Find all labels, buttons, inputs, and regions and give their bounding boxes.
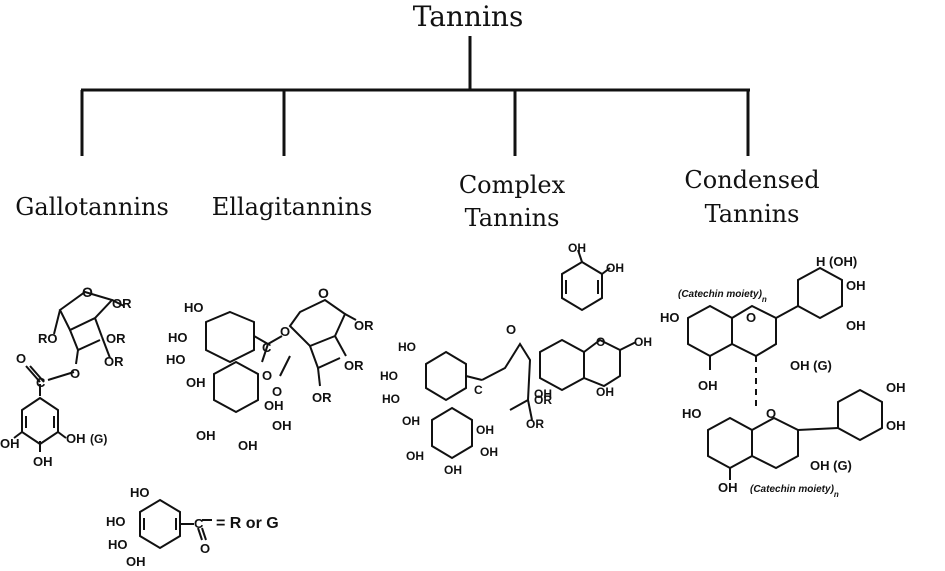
gallo-oh-bottom: OH [33,454,53,469]
ellagi-oh-4: OH [196,428,216,443]
complex-oh-left: OH [534,387,552,401]
complex-oh-4: OH [406,449,424,463]
condensed-oh-g-2: OH (G) [810,458,852,473]
ellagi-ho-1: HO [184,300,204,315]
branch-label-ellagitannins: Ellagitannins [212,193,373,221]
ellagi-ring-o: O [318,285,329,301]
gallo-g-tag: (G) [90,432,107,446]
complex-oh-5: OH [444,463,462,477]
tree-connectors [80,36,750,156]
complex-oh-top-2: OH [606,261,624,275]
condensed-tannin-structure: (Catechin moiety)n H (OH) OH OH HO O OH … [660,254,906,499]
complex-oh-1: OH [402,414,420,428]
complex-or-2: OR [526,417,544,431]
condensed-ho-2: HO [682,406,702,421]
legend-ho-2: HO [106,514,126,529]
gallo-or-1: OR [112,296,132,311]
legend-ho-3: HO [108,537,128,552]
gallo-carbonyl-c: C [36,375,46,390]
ellagi-o-3: O [272,384,282,399]
condensed-oh-4: OH [886,380,906,395]
condensed-o-1: O [746,310,756,325]
ellagi-or-2: OR [344,358,364,373]
complex-oh-top-1: OH [568,241,586,255]
legend-ho-1: HO [130,485,150,500]
condensed-oh-3: OH [698,378,718,393]
complex-ring-o: O [506,322,516,337]
gallo-or-2: OR [106,331,126,346]
complex-ho-3: HO [382,392,400,406]
condensed-oh-5: OH [886,418,906,433]
complex-oh-3: OH [480,445,498,459]
ellagi-or-1: OR [354,318,374,333]
gallo-ester-o: O [70,366,80,381]
gallo-carbonyl-o: O [16,351,26,366]
ellagi-o-2: O [262,368,272,383]
branch-label-condensed-line1: Condensed [684,166,819,194]
condensed-oh-g-1: OH (G) [790,358,832,373]
complex-oh-2: OH [476,423,494,437]
ellagi-oh-3: OH [272,418,292,433]
gallo-oh-right: OH [66,431,86,446]
ellagi-ho-3: HO [166,352,186,367]
ellagi-or-3: OR [312,390,332,405]
gallo-or-3: OR [104,354,124,369]
catechin-top-sub: n [762,295,767,304]
catechin-bottom-sub: n [834,490,839,499]
gallo-oh-left: OH [0,436,20,451]
complex-oh-right: OH [596,385,614,399]
complex-oh-top-3: OH [634,335,652,349]
legend-oh: OH [126,554,146,569]
complex-o-ring: O [596,335,605,349]
branch-label-condensed-line2: Tannins [705,200,800,228]
complex-c: C [474,383,483,397]
ellagi-o-1: O [280,324,290,339]
condensed-ho-1: HO [660,310,680,325]
complex-tannin-structure: OH OH OH O OH OH O HO HO HO OH C OR OR O… [380,241,652,477]
condensed-oh-2: OH [846,318,866,333]
root-title: Tannins [413,0,524,33]
condensed-h-oh: H (OH) [816,254,857,269]
ellagi-c: C [262,340,272,355]
gallo-ro: RO [38,331,58,346]
legend-o: O [200,541,210,556]
catechin-bottom-label: (Catechin moiety) [750,484,835,495]
ellagi-oh-2: OH [264,398,284,413]
catechin-top-label: (Catechin moiety) [678,289,763,300]
gallo-ring-o: O [82,284,93,300]
condensed-catechin-bottom: (Catechin moiety)n [750,484,839,499]
ellagi-oh-5: OH [238,438,258,453]
complex-ho-2: HO [380,369,398,383]
condensed-oh-1: OH [846,278,866,293]
legend-r-or-g: = R or G [216,515,279,532]
branch-label-gallotannins: Gallotannins [15,193,169,221]
ellagi-oh-1: OH [186,375,206,390]
ellagitannin-structure: HO HO HO OH C O O OR OR OR O O OH OH OH … [166,285,374,453]
complex-ho-1: HO [398,340,416,354]
legend-c: C [194,516,204,531]
condensed-oh-6: OH [718,480,738,495]
ellagi-ho-2: HO [168,330,188,345]
condensed-o-2: O [766,406,776,421]
complex-or-1: OR [534,393,552,407]
gallotannin-structure: O OR RO OR OR O O C OH OH (G) OH [0,284,132,469]
galloyl-legend: HO HO C O HO OH = R or G [106,485,279,569]
branch-label-complex-line1: Complex [459,171,566,199]
condensed-catechin-top: (Catechin moiety)n [678,289,767,304]
branch-label-complex-line2: Tannins [465,204,560,232]
